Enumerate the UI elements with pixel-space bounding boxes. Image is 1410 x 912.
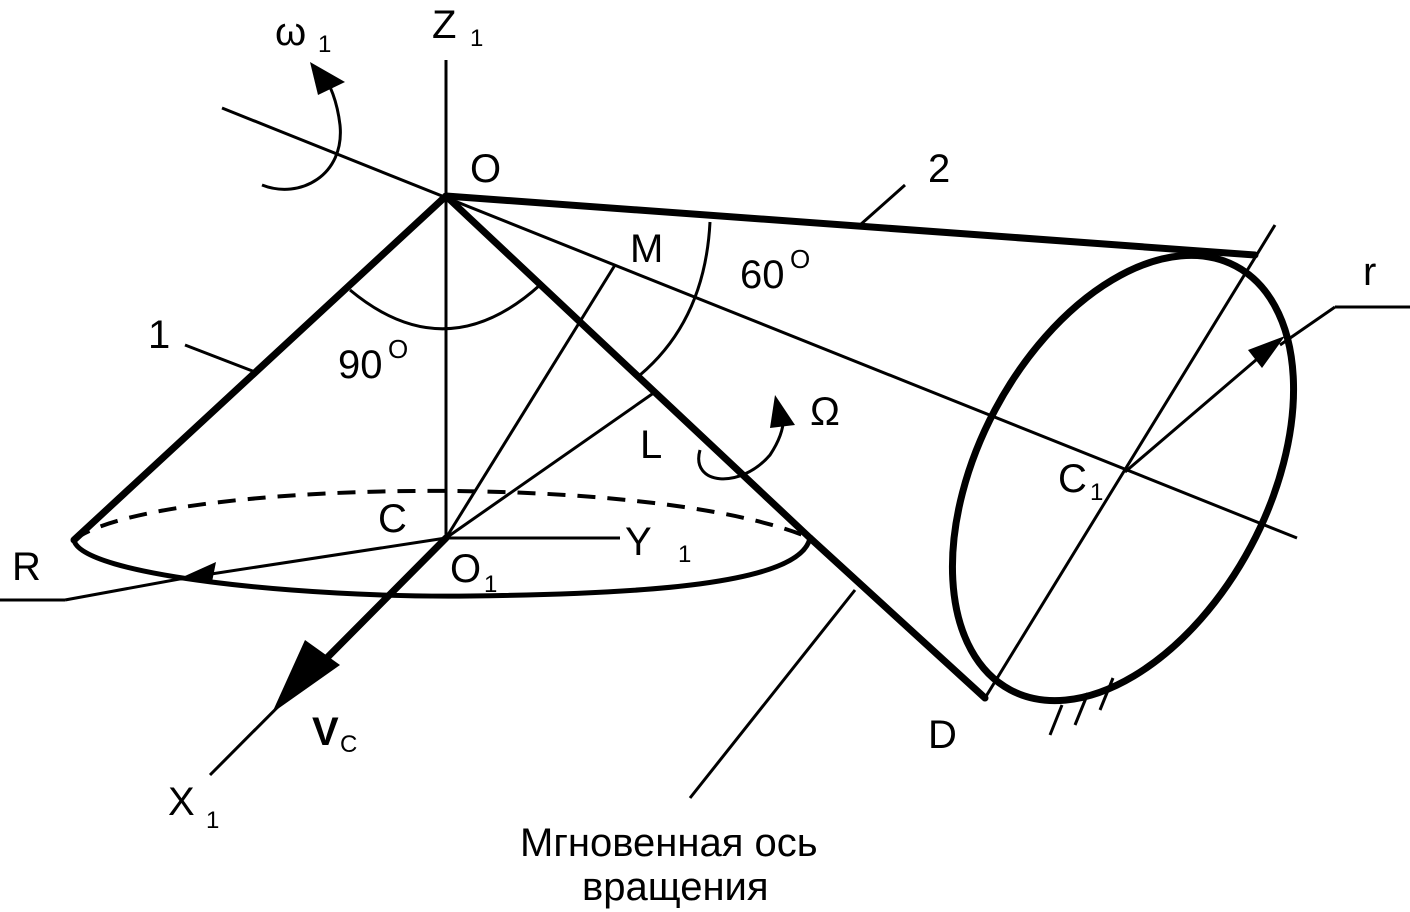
point-m-label: M [630, 227, 663, 271]
point-o1-label: O [450, 547, 481, 591]
cone2-leader-line [859, 183, 906, 227]
point-l-label: L [640, 423, 662, 467]
angle-60-degree: O [790, 244, 810, 274]
cone1-leader-line [184, 343, 256, 374]
angle-60-arc [639, 221, 712, 377]
angle-90-label: 90 [338, 343, 383, 387]
r-leader-diagonal [1279, 305, 1336, 347]
point-o1-subscript: 1 [484, 571, 497, 598]
point-c1-subscript: 1 [1090, 479, 1103, 506]
big-omega-label: Ω [810, 390, 840, 434]
cone2-base-ellipse [948, 251, 1298, 705]
instant-axis-caption-line2: вращения [582, 865, 769, 909]
cone2-top-generator [442, 192, 1259, 259]
cone2-bottom-generator [806, 534, 989, 702]
omega-rotation-arrow [697, 411, 785, 481]
point-c-label: C [378, 497, 407, 541]
velocity-label: V [312, 710, 339, 754]
point-o-label: O [470, 147, 501, 191]
cone1-right-generator [442, 192, 814, 542]
ground-hatch-1 [1048, 704, 1064, 736]
z-axis-subscript: 1 [470, 25, 483, 52]
cone2-axis-line [221, 106, 1298, 540]
instant-axis-caption-line1: Мгновенная ось [520, 821, 818, 865]
radius-r-line [1124, 346, 1271, 474]
point-c1-label: C [1058, 457, 1087, 501]
omega-arrowhead [770, 395, 795, 428]
point-r-label: R [12, 545, 41, 589]
angle-60-label: 60 [740, 253, 785, 297]
cone2-diameter-line [983, 224, 1277, 699]
o1-to-r-line [184, 536, 447, 580]
point-d-label: D [928, 713, 957, 757]
angle-90-arc [349, 283, 542, 331]
velocity-subscript: C [340, 731, 357, 758]
omega1-subscript: 1 [318, 31, 331, 58]
r-leader-diagonal [64, 576, 186, 602]
x-axis-subscript: 1 [206, 807, 219, 834]
z-axis-label: Z [432, 3, 456, 47]
angle-90-degree: O [388, 334, 408, 364]
cone1-base-front [71, 537, 813, 599]
cone1-number-label: 1 [148, 313, 170, 357]
radius-r-arrowhead [1248, 336, 1285, 368]
y-axis-subscript: 1 [678, 541, 691, 568]
ground-hatch-2 [1073, 692, 1090, 726]
y-axis-label: Y [625, 520, 652, 564]
radius-r-label: r [1363, 250, 1376, 294]
omega1-arrowhead [310, 62, 345, 95]
o1-r-arrowhead [176, 562, 216, 582]
o1-to-m-line [444, 264, 617, 539]
cone1-base-back [72, 488, 811, 542]
cone2-number-label: 2 [928, 147, 950, 191]
velocity-arrowhead [272, 640, 340, 713]
o1-to-l-line [445, 390, 656, 540]
x-axis-label: X [168, 780, 195, 824]
ground-hatch-3 [1098, 677, 1115, 711]
cone1-left-generator [70, 192, 450, 544]
instant-axis-leader [688, 589, 857, 799]
omega1-label: ω [275, 10, 306, 54]
